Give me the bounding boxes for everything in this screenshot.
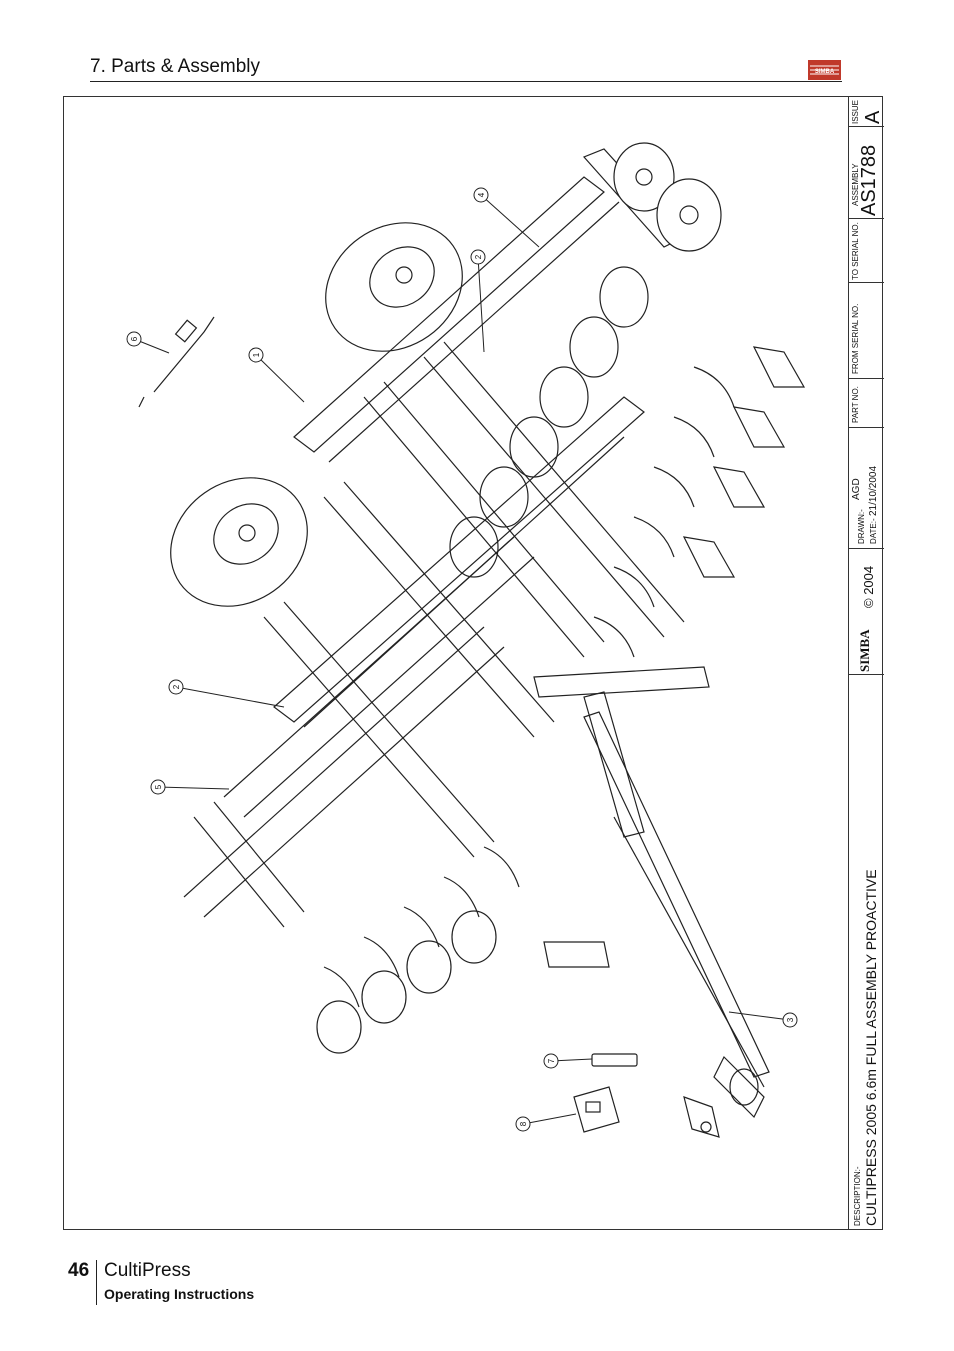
title-block: ISSUE A ASSEMBLY AS1788 TO SERIAL NO. FR… — [848, 96, 884, 1230]
description-value: CULTIPRESS 2005 6.6m FULL ASSEMBLY PROAC… — [863, 869, 879, 1226]
callout-label: 2 — [172, 684, 181, 689]
page-number: 46 — [68, 1260, 90, 1281]
simba-logo-icon: SIMBA — [808, 60, 841, 80]
callout-3 — [782, 1012, 798, 1028]
callout-label: 8 — [519, 1121, 528, 1126]
callout-label: 1 — [252, 352, 261, 357]
title-block-logo: SIMBA — [857, 629, 872, 672]
description-label: DESCRIPTION:- — [853, 1166, 862, 1226]
callout-7 — [543, 1053, 559, 1069]
date-value: 21/10/2004 — [868, 465, 879, 516]
part-no-label: PART NO. — [851, 386, 860, 423]
issue-label: ISSUE — [851, 99, 860, 124]
to-serial-label: TO SERIAL NO. — [851, 222, 860, 280]
callout-2b — [168, 679, 184, 695]
callout-label: 6 — [130, 336, 139, 341]
issue-value: A — [862, 110, 884, 124]
callout-5 — [150, 779, 166, 795]
product-name: CultiPress — [104, 1260, 191, 1281]
callout-4 — [473, 187, 489, 203]
document-subtitle: Operating Instructions — [104, 1286, 255, 1302]
section-title: 7. Parts & Assembly — [90, 56, 261, 77]
callout-6 — [126, 331, 142, 347]
drawn-label: DRAWN:- — [857, 509, 866, 544]
callout-1 — [248, 347, 264, 363]
callout-2a — [470, 249, 486, 265]
callout-label: 4 — [477, 192, 486, 197]
from-serial-label: FROM SERIAL NO. — [851, 303, 860, 374]
callout-8 — [515, 1116, 531, 1132]
footer-divider — [96, 1260, 97, 1305]
drawing-frame — [63, 96, 883, 1230]
copyright: © 2004 — [861, 565, 876, 608]
callout-label: 5 — [154, 784, 163, 789]
date-label: DATE:- — [869, 518, 878, 544]
callout-label: 2 — [474, 254, 483, 259]
drawn-value: AGD — [851, 478, 862, 500]
callout-label: 3 — [786, 1017, 795, 1022]
header-rule — [90, 81, 842, 82]
assembly-drawing: 1 2 2 3 4 5 6 7 8 — [126, 142, 806, 1138]
assembly-value: AS1788 — [858, 144, 880, 216]
svg-text:SIMBA: SIMBA — [815, 69, 835, 75]
callout-label: 7 — [547, 1058, 556, 1063]
